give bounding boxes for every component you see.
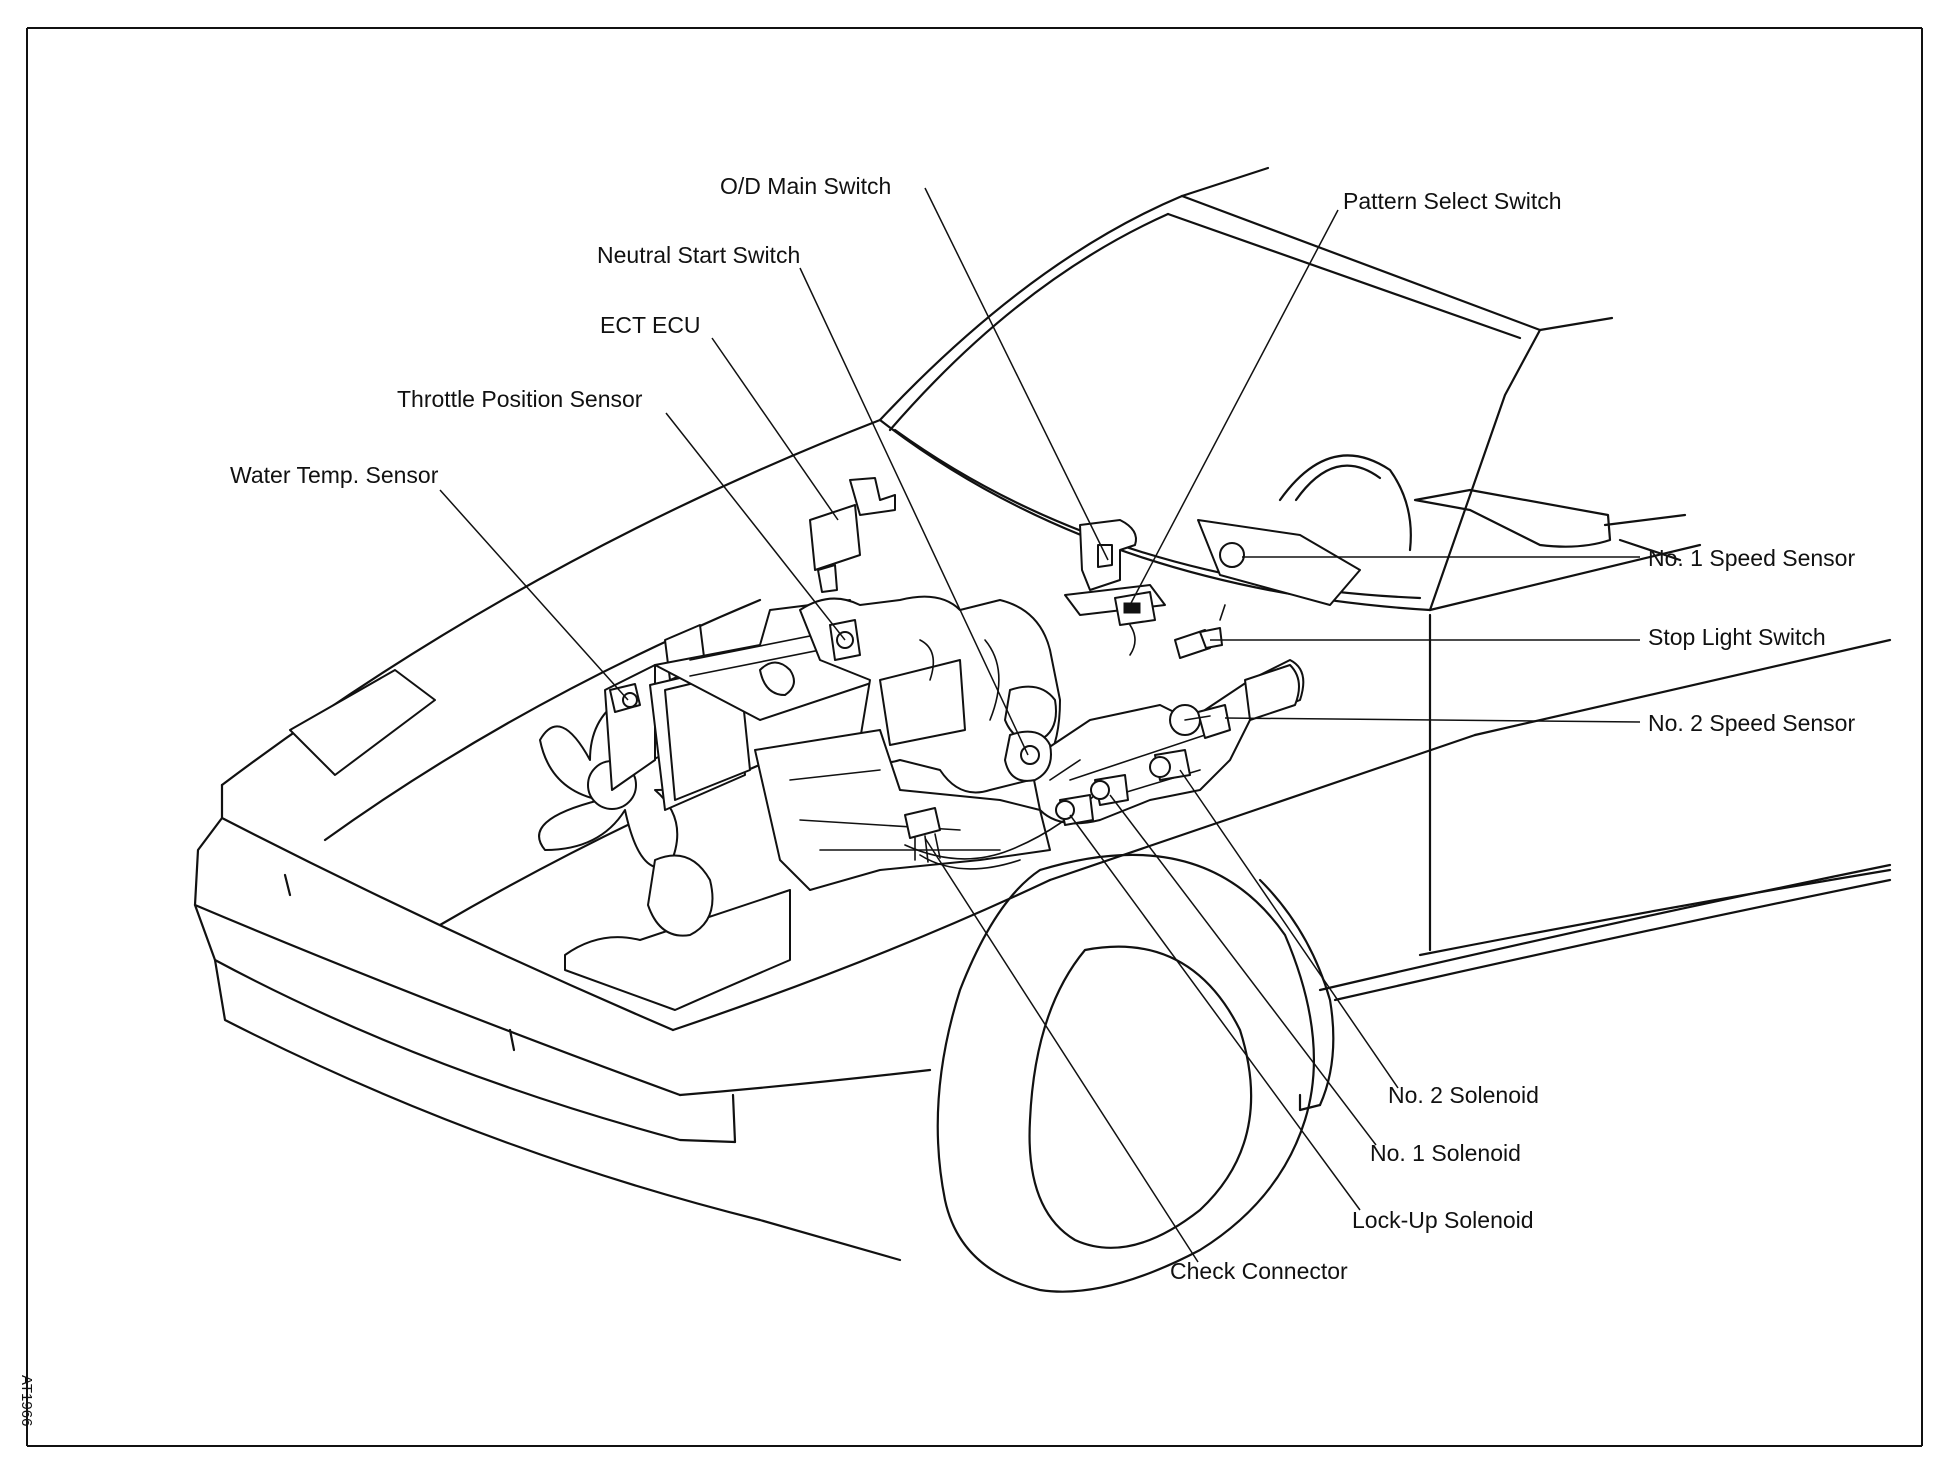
od-main-switch-component [1079,519,1137,591]
no2-speed-sensor-component [1169,704,1231,739]
pattern-select-switch-component [1064,584,1166,656]
label-neutral-start-switch: Neutral Start Switch [597,242,800,268]
car-body-drawing [193,166,1892,1293]
figure-code: AT1966 [18,1375,35,1426]
stop-light-switch-component [1174,604,1226,659]
leader-no1-solenoid [1109,794,1377,1146]
label-no1-solenoid: No. 1 Solenoid [1370,1140,1521,1166]
leader-throttle-position-sensor [665,412,846,641]
page-frame [26,27,1923,1447]
leader-pattern-select-switch [1129,209,1339,606]
label-throttle-position-sensor: Throttle Position Sensor [397,386,643,412]
label-no1-speed-sensor: No. 1 Speed Sensor [1648,545,1855,571]
leader-water-temp-sensor [439,489,629,701]
lockup-solenoid-component [1055,794,1094,826]
leader-ect-ecu [711,337,839,521]
label-ect-ecu: ECT ECU [600,312,701,338]
leader-od-main-switch [924,187,1109,561]
label-water-temp-sensor: Water Temp. Sensor [230,462,439,488]
leader-neutral-start-switch [799,267,1029,756]
check-connector-component [904,807,941,863]
label-od-main-switch: O/D Main Switch [720,173,891,199]
label-stop-light-switch: Stop Light Switch [1648,624,1826,650]
no1-speed-sensor-component [1197,519,1361,606]
leader-no2-speed-sensor [1224,717,1641,723]
water-temp-sensor-component [609,683,641,713]
labels: O/D Main Switch Pattern Select Switch Ne… [230,173,1855,1284]
neutral-start-switch-component [1004,730,1052,782]
label-no2-solenoid: No. 2 Solenoid [1388,1082,1539,1108]
engine-assembly-drawing [538,595,1305,937]
leader-lockup-solenoid [1069,814,1361,1211]
leader-no2-solenoid [1179,769,1399,1089]
leader-lines [439,187,1641,1263]
label-no2-speed-sensor: No. 2 Speed Sensor [1648,710,1855,736]
leader-check-connector [924,837,1199,1263]
ect-ecu-component [809,477,896,593]
label-check-connector: Check Connector [1170,1258,1348,1284]
label-lockup-solenoid: Lock-Up Solenoid [1352,1207,1534,1233]
no1-solenoid-component [1090,774,1129,806]
label-pattern-select-switch: Pattern Select Switch [1343,188,1562,214]
